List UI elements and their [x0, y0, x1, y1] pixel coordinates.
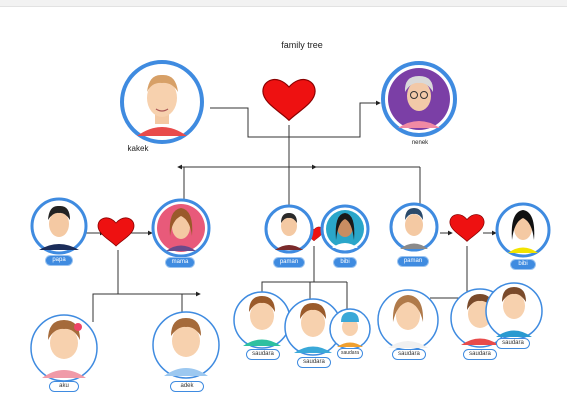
- avatar-mama: [151, 198, 211, 258]
- avatar-aku: [30, 314, 98, 382]
- label-saudara-4: saudara: [393, 350, 425, 359]
- avatar-adek: [152, 311, 220, 379]
- label-paman-2: paman: [398, 257, 428, 266]
- label-saudara-3: saudara: [338, 349, 362, 358]
- avatar-saudara-2: [284, 298, 342, 356]
- diagram-title: family tree: [281, 40, 323, 50]
- avatar-saudara-6: [485, 282, 543, 340]
- avatar-paman: [264, 204, 314, 254]
- label-mama: mama: [166, 258, 194, 267]
- label-nenek: nenek: [411, 140, 429, 146]
- label-saudara-6: saudara: [497, 339, 529, 348]
- label-saudara-1: saudara: [247, 350, 279, 359]
- heart-icon: [97, 217, 135, 247]
- heart-icon: [449, 214, 485, 242]
- label-kakek: kakek: [127, 144, 149, 153]
- avatar-saudara-3: [329, 308, 371, 350]
- label-paman: paman: [274, 258, 304, 267]
- avatar-bibi-2: [495, 202, 551, 258]
- avatar-bibi: [320, 204, 370, 254]
- avatar-saudara-1: [233, 291, 291, 349]
- top-toolbar-strip: [0, 0, 567, 7]
- label-papa: papa: [46, 256, 72, 265]
- label-bibi: bibi: [334, 258, 356, 267]
- label-aku: aku: [50, 382, 78, 391]
- label-saudara-5: saudara: [464, 350, 496, 359]
- avatar-paman-2: [389, 202, 439, 252]
- heart-icon: [262, 78, 316, 122]
- label-adek: adek: [171, 382, 203, 391]
- avatar-saudara-4: [377, 289, 439, 351]
- label-saudara-2: saudara: [298, 358, 330, 367]
- label-bibi-2: bibi: [511, 260, 535, 269]
- avatar-kakek: [120, 60, 204, 144]
- avatar-papa: [30, 197, 88, 255]
- avatar-nenek: [381, 61, 457, 137]
